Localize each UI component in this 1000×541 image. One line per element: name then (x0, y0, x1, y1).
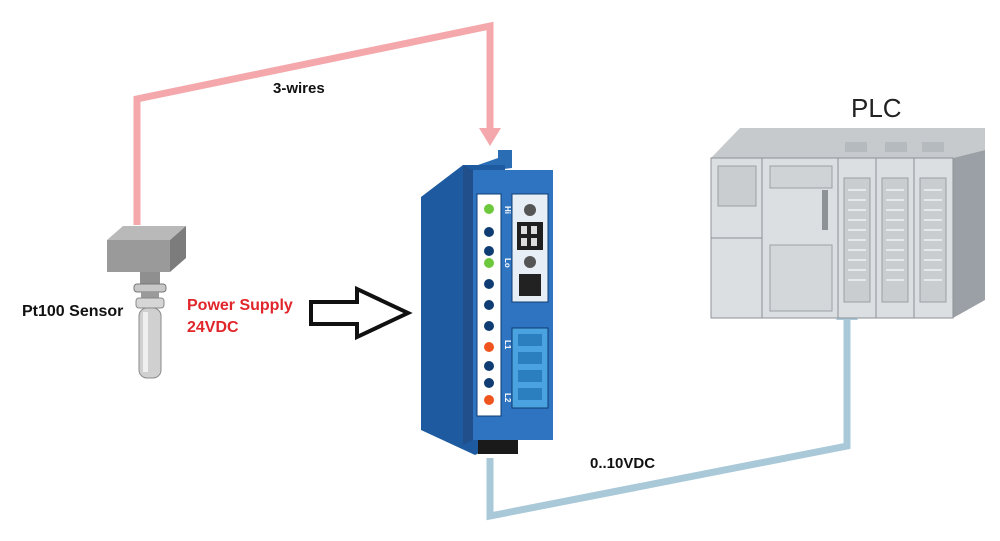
plc-label: PLC (851, 93, 902, 123)
sensor-wire (133, 21, 501, 225)
power-supply-label: Power Supply 24VDC (187, 295, 293, 339)
power-arrow (309, 285, 413, 341)
wires-label: 3-wires (273, 80, 325, 97)
power-supply-line1: Power Supply (187, 297, 293, 314)
terminal-label-l2: L2 (503, 393, 512, 403)
plc-unit (710, 128, 985, 319)
pt100-sensor (107, 226, 186, 379)
terminal-label-lo: Lo (503, 258, 512, 268)
output-signal-label: 0..10VDC (590, 455, 656, 472)
terminal-label-hi: Hi (503, 206, 512, 214)
transmitter-module: Hi Lo L1 L2 (421, 150, 553, 455)
power-supply-line2: 24VDC (187, 319, 239, 336)
sensor-label: Pt100 Sensor (22, 303, 124, 320)
terminal-label-l1: L1 (503, 340, 512, 350)
